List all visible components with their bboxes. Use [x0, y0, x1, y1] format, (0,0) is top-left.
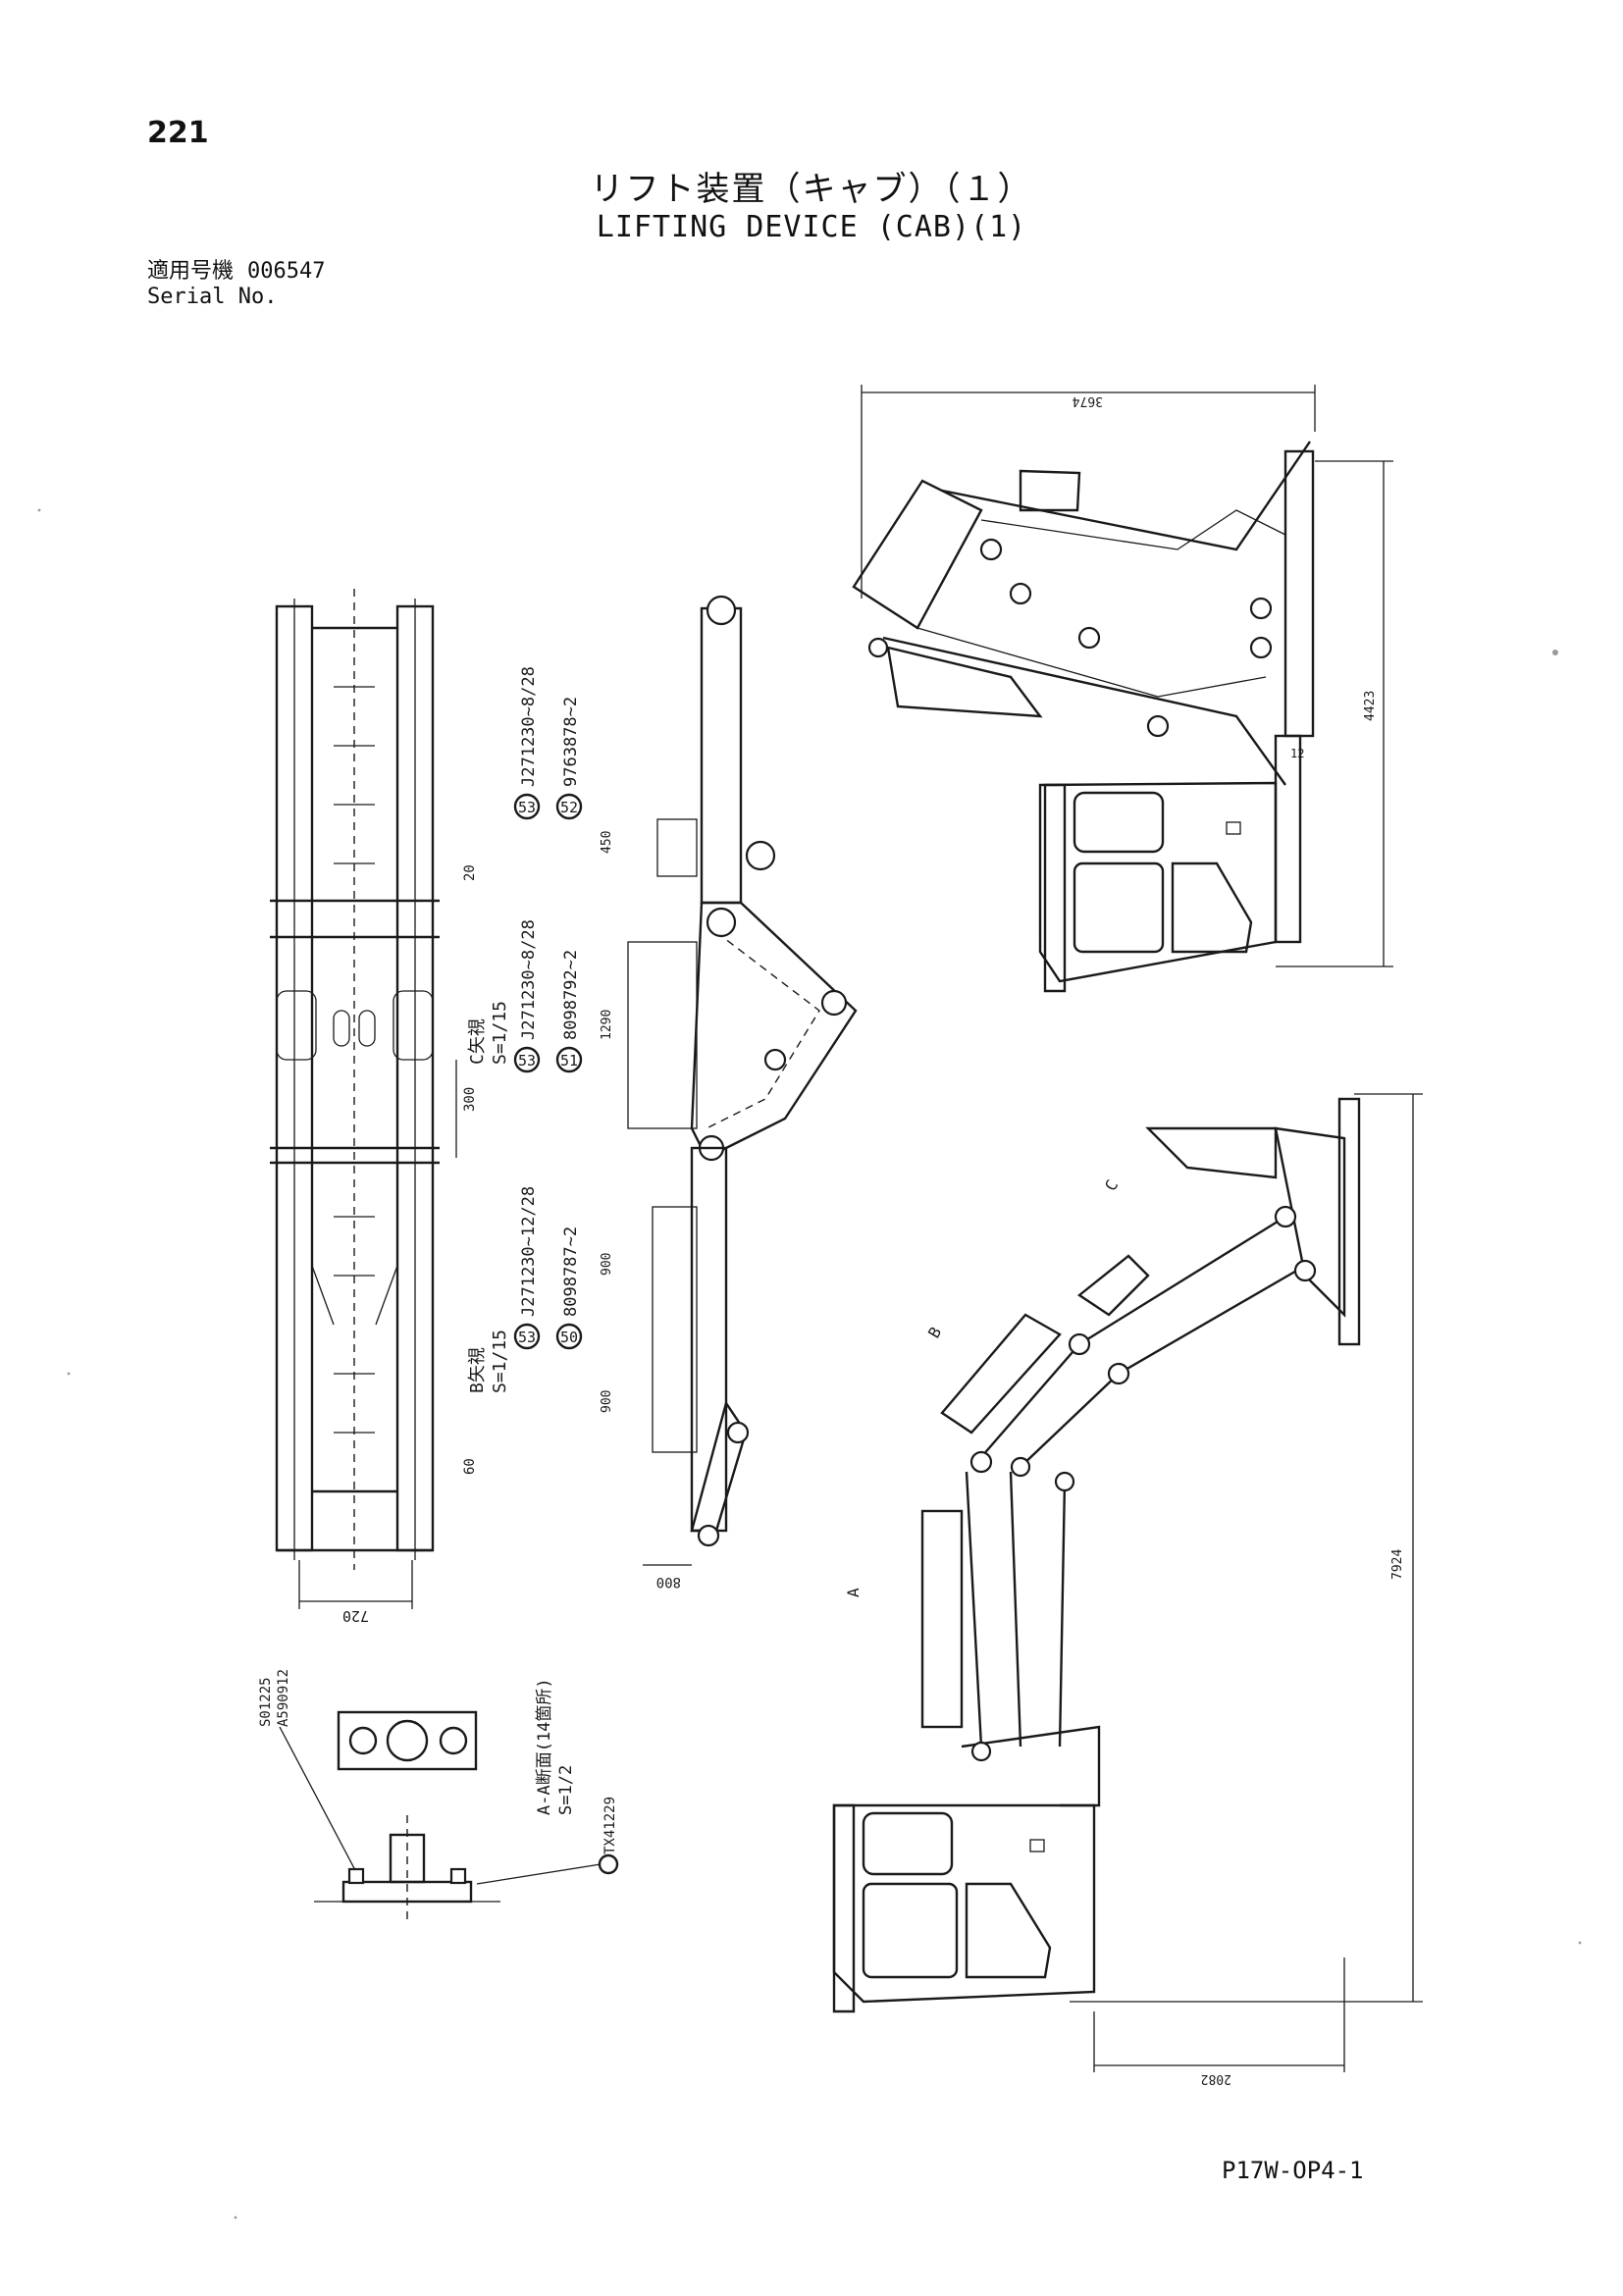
b-view-label: B矢視 [467, 1347, 488, 1393]
callout-group-3: 53 J271230~12/28 50 8098787~2 [513, 1186, 583, 1350]
screw-ref-1: S01225 [258, 1677, 274, 1727]
serial-label-jp: 適用号機 [147, 259, 235, 284]
screw-ref-2: A590912 [276, 1669, 291, 1727]
view-marker-a: A [844, 1588, 863, 1597]
dim-20: 20 [462, 864, 478, 881]
c-view-scale: S=1/15 [490, 1001, 510, 1065]
page-number: 221 [147, 116, 209, 150]
callout-number: 53 [518, 799, 536, 816]
bolt-ref: TX41229 [602, 1797, 618, 1854]
extended-lift-view: 7924 2082 [832, 1093, 1423, 2086]
extended-cab-roof [940, 1313, 1062, 1435]
title-japanese: リフト装置（キャブ）（１） [590, 170, 1033, 209]
dim-1290: 1290 [600, 1010, 614, 1040]
dim-lower-height: 7924 [1390, 1549, 1405, 1580]
callout-number: 50 [560, 1329, 578, 1346]
callout-number: 52 [560, 799, 578, 816]
dim-upper-height: 4423 [1363, 691, 1378, 721]
serial-label-en: Serial No. [147, 285, 278, 309]
view-marker-c: C [1101, 1176, 1122, 1194]
dim-lower-base: 2082 [1201, 2071, 1231, 2086]
frame-plan-view: 720 300 20 60 C矢視 S=1/15 B矢視 S=1/15 [270, 589, 510, 1625]
callout-group-1: 53 J271230~8/28 52 9763878~2 [513, 666, 583, 820]
lift-bracket [690, 901, 858, 1160]
serial-value: 006547 [247, 259, 326, 284]
dim-300: 300 [462, 1087, 478, 1112]
title-english: LIFTING DEVICE (CAB)(1) [596, 210, 1027, 244]
view-marker-b: B [924, 1324, 945, 1341]
arm-side-view: 800 450 1290 900 900 [600, 595, 858, 1590]
dim-arm-width: 800 [656, 1574, 681, 1590]
upper-bracket [1145, 1126, 1278, 1179]
callout-group-2: 53 J271230~8/28 51 8098792~2 [513, 919, 583, 1073]
cab-body-lower [832, 1803, 1096, 2004]
callout-part: 8098792~2 [561, 950, 581, 1040]
a-view-label: A-A断面(14箇所) [535, 1678, 554, 1815]
callout-number: 51 [560, 1052, 578, 1070]
section-a-detail: S01225 A590912 A-A断面(14箇所) S=1/2 TX41229 [258, 1669, 619, 1923]
c-view-label: C矢視 [467, 1018, 488, 1065]
callout-part: J271230~8/28 [519, 919, 539, 1040]
raised-cab-view: 3674 4423 12 [852, 385, 1393, 993]
dim-12: 12 [1290, 747, 1304, 760]
scan-noise [37, 508, 1582, 2219]
cab-body-upper [1038, 781, 1278, 983]
dim-top-width: 3674 [1073, 393, 1103, 408]
callout-part: J271230~12/28 [519, 1186, 539, 1317]
callout-part: 9763878~2 [561, 697, 581, 787]
document-code: P17W-OP4-1 [1222, 2157, 1364, 2184]
b-view-scale: S=1/15 [490, 1330, 510, 1393]
upper-arm [700, 606, 743, 905]
serial-block: 適用号機 006547 Serial No. [147, 259, 326, 310]
dim-900a: 900 [600, 1253, 614, 1276]
raised-cab-roof [852, 479, 983, 630]
a-view-scale: S=1/2 [556, 1765, 576, 1815]
dim-frame-width: 720 [342, 1607, 369, 1625]
dim-900b: 900 [600, 1390, 614, 1413]
dim-450: 450 [600, 831, 614, 854]
serial-row: 適用号機 006547 [147, 259, 326, 285]
callout-part: J271230~8/28 [519, 666, 539, 787]
dim-60: 60 [462, 1458, 478, 1475]
callout-number: 53 [518, 1329, 536, 1346]
callout-part: 8098787~2 [561, 1226, 581, 1317]
callout-number: 53 [518, 1052, 536, 1070]
